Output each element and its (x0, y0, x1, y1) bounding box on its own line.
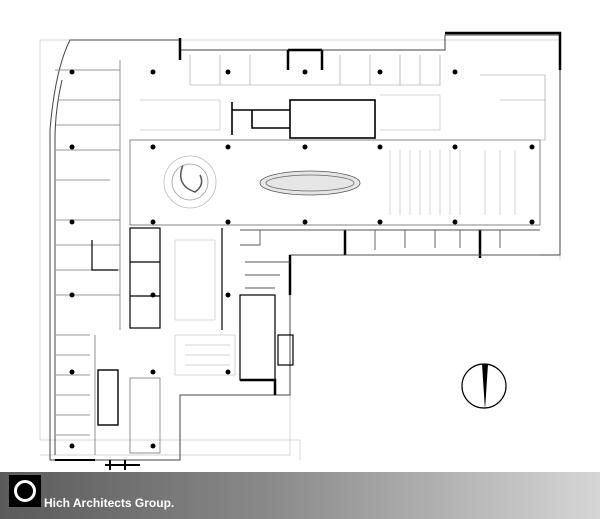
core-rooms (231, 99, 376, 381)
atrium (129, 139, 541, 226)
top-offices (189, 55, 546, 141)
workstations (140, 94, 516, 376)
floor-plan-drawing (39, 31, 562, 470)
floor-plan (39, 31, 562, 470)
inner-left-rooms (91, 227, 223, 454)
entrance (55, 459, 140, 470)
firm-name: Hich Architects Group. (44, 496, 175, 510)
left-wing-rooms (55, 60, 121, 455)
circle-logo-icon (9, 475, 41, 507)
structural-columns (69, 69, 535, 449)
footer-banner: Hich Architects Group. (0, 472, 600, 519)
north-arrow-icon (461, 363, 507, 410)
building-outline (49, 34, 561, 461)
heavy-walls (178, 31, 562, 395)
lower-offices (240, 229, 540, 289)
